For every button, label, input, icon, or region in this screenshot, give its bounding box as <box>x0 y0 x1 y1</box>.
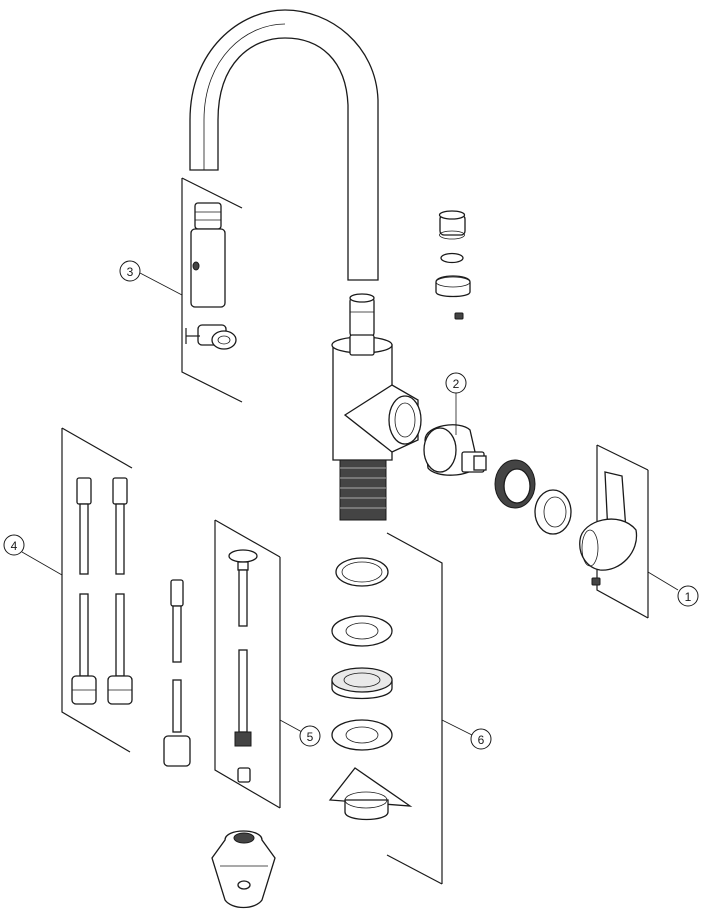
cartridge-assembly <box>423 424 572 535</box>
callout-5: 5 <box>299 725 321 747</box>
hose-left <box>71 477 97 705</box>
callout-6: 6 <box>470 728 492 750</box>
group-1-lever-handle <box>579 444 649 619</box>
callout-3: 3 <box>119 260 141 282</box>
hose-short <box>163 579 191 767</box>
group-6-mounting-hardware <box>328 532 443 885</box>
callout-2: 2 <box>445 372 467 394</box>
leader-lines <box>21 272 679 736</box>
callout-1-label: 1 <box>685 590 692 604</box>
hose-long <box>228 549 258 783</box>
group-4-flexible-hoses <box>61 427 133 753</box>
faucet-body <box>331 293 422 521</box>
callout-5-label: 5 <box>307 730 314 744</box>
callout-3-label: 3 <box>127 265 134 279</box>
hose-right <box>107 477 133 705</box>
callout-6-label: 6 <box>478 733 485 747</box>
gooseneck-spout <box>189 9 379 281</box>
group-3-spray-head <box>181 177 243 403</box>
callout-4: 4 <box>3 534 25 556</box>
callout-1: 1 <box>677 585 699 607</box>
callout-4-label: 4 <box>11 539 18 553</box>
callout-2-label: 2 <box>453 377 460 391</box>
group-5-pullout-hose <box>163 519 281 909</box>
aerator-parts <box>435 210 471 320</box>
pullout-weight <box>211 830 276 909</box>
